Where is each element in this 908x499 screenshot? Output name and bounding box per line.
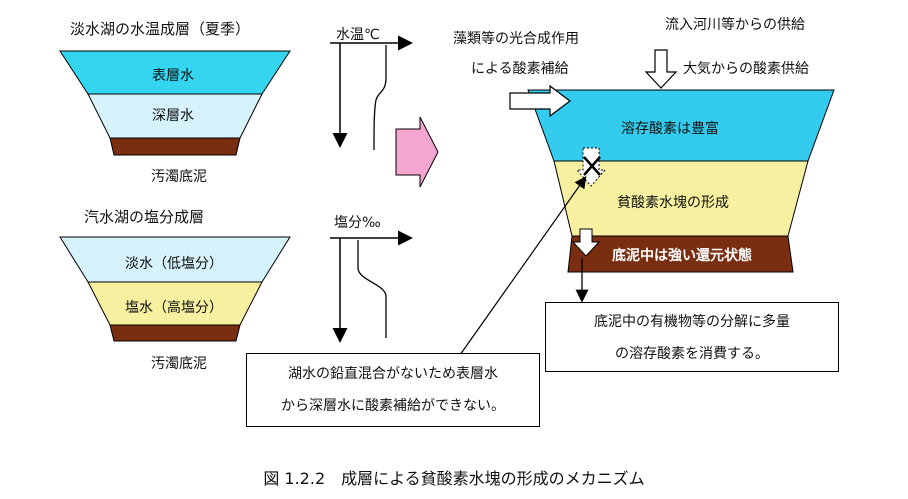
- transition-arrow: [395, 116, 439, 188]
- photosynthesis-arrow: [509, 84, 571, 118]
- brackish-salt-label: 塩水（高塩分）: [125, 300, 223, 316]
- river-inflow-arrow: [644, 49, 678, 89]
- consumption-callout: 底泥中の有機物等の分解に多量 の溶存酸素を消費する。: [545, 302, 839, 372]
- freshwater-sediment-label: 汚濁底泥: [151, 169, 207, 185]
- atmosphere-supply-label: 大気からの酸素供給: [683, 61, 809, 77]
- salinity-profile-curve: [357, 240, 387, 338]
- brackish-sediment-label: 汚濁底泥: [151, 356, 207, 372]
- sediment-consumption-arrow: [571, 228, 601, 257]
- river-supply-label: 流入河川等からの供給: [665, 17, 805, 33]
- salinity-axis-label: 塩分‰: [334, 215, 381, 231]
- mixing-callout: 湖水の鉛直混合がないため表層水 から深層水に酸素補給ができない。: [246, 353, 540, 427]
- figure-caption: 図 1.2.2 成層による貧酸素水塊の形成のメカニズム: [263, 469, 645, 488]
- mixing-pointer: [454, 176, 587, 363]
- temperature-profile-curve: [373, 45, 387, 151]
- mixing-callout-line2: から深層水に酸素補給ができない。: [281, 398, 505, 414]
- brackish-sediment: [109, 324, 241, 342]
- blocked-x-2: [583, 156, 601, 176]
- mixing-callout-line1: 湖水の鉛直混合がないため表層水: [288, 366, 498, 382]
- freshwater-surface-label: 表層水: [152, 68, 194, 84]
- temperature-axis-label: 水温℃: [336, 27, 380, 43]
- freshwater-title: 淡水湖の水温成層（夏季）: [70, 20, 251, 38]
- oxygen-rich-label: 溶存酸素は豊富: [621, 121, 719, 137]
- consumption-callout-line1: 底泥中の有機物等の分解に多量: [594, 314, 790, 330]
- photosynthesis-label-line1: 藻類等の光合成作用: [453, 31, 579, 47]
- freshwater-sediment: [109, 137, 241, 156]
- consumption-callout-line2: の溶存酸素を消費する。: [615, 346, 769, 362]
- brackish-fresh-label: 淡水（低塩分）: [125, 256, 223, 272]
- reduced-sediment-label: 底泥中は強い還元状態: [612, 248, 752, 264]
- reduced-sediment-layer: [567, 235, 794, 273]
- brackish-title: 汽水湖の塩分成層: [84, 208, 205, 226]
- oxygen-depleted-label: 貧酸素水塊の形成: [617, 195, 729, 211]
- photosynthesis-label-line2: による酸素補給: [471, 61, 569, 77]
- freshwater-deep-label: 深層水: [152, 108, 194, 124]
